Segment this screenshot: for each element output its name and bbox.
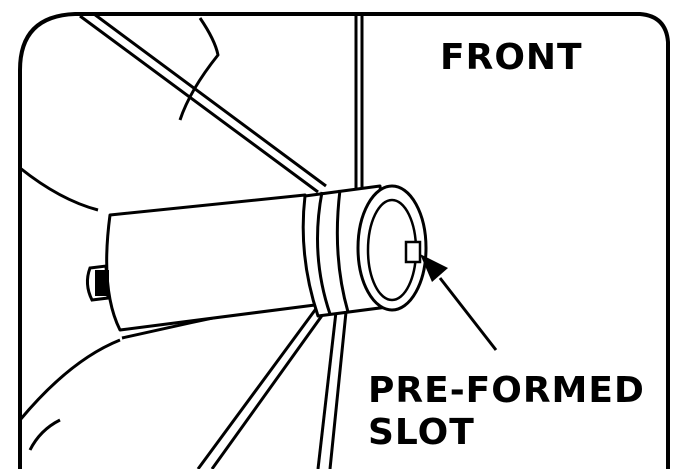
hub-front-opening bbox=[356, 184, 428, 312]
fan-blade-lower bbox=[18, 298, 348, 469]
diagram-frame bbox=[18, 12, 670, 469]
slot-leader-arrow bbox=[420, 254, 498, 351]
pre-formed-slot-label: PRE-FORMED SLOT bbox=[368, 370, 645, 454]
hub-body bbox=[105, 193, 317, 332]
hub-side-tab bbox=[85, 264, 110, 302]
front-label: FRONT bbox=[440, 37, 583, 78]
slot-label-line-2: SLOT bbox=[368, 412, 475, 453]
pre-formed-slot bbox=[404, 240, 422, 264]
fan-blade-upper-left bbox=[19, 12, 327, 212]
slot-label-line-1: PRE-FORMED bbox=[368, 370, 645, 411]
fan-blade-edge bbox=[354, 14, 364, 192]
